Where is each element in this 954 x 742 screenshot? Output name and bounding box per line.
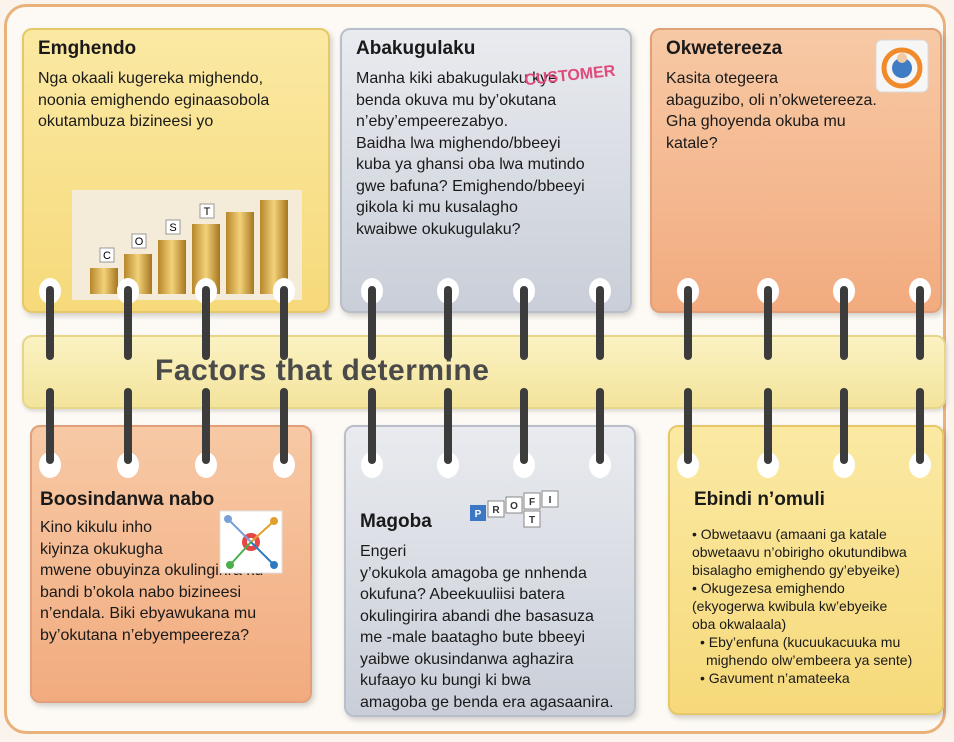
binder-post bbox=[368, 286, 376, 360]
card-okwetereeza: Okwetereeza Kasita otegeera abaguzibo, o… bbox=[650, 28, 942, 313]
list-item: • Okugezesa emighendo bbox=[692, 580, 845, 596]
binder-post bbox=[280, 388, 288, 464]
list-item: • Eby’enfuna (kucuukacuuka mu bbox=[700, 634, 901, 650]
card-abakugulaku: Abakugulaku Manha kiki abakugulaku kye b… bbox=[340, 28, 632, 313]
binder-post bbox=[764, 388, 772, 464]
service-person-icon bbox=[875, 39, 929, 93]
card-body: Engeri y’okukola amagoba ge nnhenda okuf… bbox=[360, 543, 614, 711]
list-item: obwetaavu n’obirigho okutundibwa bbox=[692, 544, 907, 560]
card-title: Emghendo bbox=[38, 38, 137, 59]
binder-post bbox=[368, 388, 376, 464]
card-body: Manha kiki abakugulaku kye benda okuva m… bbox=[356, 70, 585, 238]
cost-letter: C bbox=[103, 250, 111, 262]
card-ebindi: Ebindi n’omuli • Obwetaavu (amaani ga ka… bbox=[668, 425, 944, 715]
card-body: Kino kikulu inho kiyinza okukugha mwene … bbox=[40, 519, 263, 644]
target-network-icon bbox=[219, 510, 283, 574]
card-title: Boosindanwa nabo bbox=[40, 489, 215, 510]
profit-tile: P bbox=[475, 509, 482, 520]
card-title: Okwetereeza bbox=[666, 38, 783, 59]
binder-post bbox=[840, 286, 848, 360]
card-title: Abakugulaku bbox=[356, 38, 476, 59]
card-title: Ebindi n’omuli bbox=[694, 489, 825, 510]
list-item: oba okwalaala) bbox=[692, 616, 787, 632]
profit-tile: O bbox=[510, 501, 518, 512]
list-item: • Gavument n’amateeka bbox=[700, 670, 850, 686]
binder-post bbox=[280, 286, 288, 360]
profit-tile: F bbox=[529, 497, 535, 508]
binder-ring bbox=[677, 452, 699, 478]
binder-post bbox=[916, 286, 924, 360]
binder-ring bbox=[909, 452, 931, 478]
card-boosindanwa: Boosindanwa nabo Kino kikulu inho kiyinz… bbox=[30, 425, 312, 703]
binder-post bbox=[520, 286, 528, 360]
binder-post bbox=[916, 388, 924, 464]
binder-ring bbox=[757, 452, 779, 478]
binder-ring bbox=[437, 452, 459, 478]
binder-post bbox=[124, 388, 132, 464]
binder-post bbox=[124, 286, 132, 360]
cost-letter: T bbox=[204, 206, 211, 218]
profit-tile: I bbox=[549, 495, 552, 506]
list-item: • Obwetaavu (amaani ga katale bbox=[692, 526, 887, 542]
binder-ring bbox=[117, 452, 139, 478]
list-item: (ekyogerwa kwibula kw’ebyeike bbox=[692, 598, 888, 614]
coin-stacks-image: C O S T bbox=[72, 190, 302, 300]
binder-ring bbox=[195, 452, 217, 478]
profit-tile: T bbox=[529, 515, 535, 526]
binder-post bbox=[444, 286, 452, 360]
list-item: bisalagho emighendo gy’ebyeike) bbox=[692, 562, 900, 578]
binder-post bbox=[202, 388, 210, 464]
customer-logo-icon: CUSTOMER bbox=[524, 63, 617, 86]
card-body: Kasita otegeera abaguzibo, oli n’okweter… bbox=[666, 70, 877, 152]
binder-post bbox=[444, 388, 452, 464]
center-title: Factors that determine bbox=[155, 354, 490, 387]
cost-letter: S bbox=[169, 222, 176, 234]
binder-post bbox=[520, 388, 528, 464]
binder-ring bbox=[833, 452, 855, 478]
binder-post bbox=[684, 388, 692, 464]
binder-post bbox=[764, 286, 772, 360]
binder-ring bbox=[589, 452, 611, 478]
binder-post bbox=[202, 286, 210, 360]
binder-post bbox=[596, 286, 604, 360]
binder-ring bbox=[273, 452, 295, 478]
card-emghendo: Emghendo Nga okaali kugereka mighendo, n… bbox=[22, 28, 330, 313]
list-item: mighendo olw’embeera ya sente) bbox=[706, 652, 913, 668]
binder-post bbox=[596, 388, 604, 464]
profit-tiles-icon: P R O F I T bbox=[470, 490, 559, 528]
card-body: Nga okaali kugereka mighendo, noonia emi… bbox=[38, 70, 270, 130]
binder-ring bbox=[39, 452, 61, 478]
binder-post bbox=[46, 388, 54, 464]
center-band bbox=[22, 335, 946, 409]
card-title: Magoba bbox=[360, 511, 432, 532]
customer-logo-text: CUSTOMER bbox=[524, 63, 617, 86]
cost-letter: O bbox=[135, 236, 144, 248]
card-magoba: Magoba Engeri y’okukola amagoba ge nnhen… bbox=[344, 425, 636, 717]
binder-post bbox=[840, 388, 848, 464]
ebindi-list: • Obwetaavu (amaani ga katale obwetaavu … bbox=[692, 525, 942, 687]
profit-tile: R bbox=[492, 505, 500, 516]
binder-ring bbox=[361, 452, 383, 478]
binder-post bbox=[46, 286, 54, 360]
binder-post bbox=[684, 286, 692, 360]
binder-ring bbox=[513, 452, 535, 478]
